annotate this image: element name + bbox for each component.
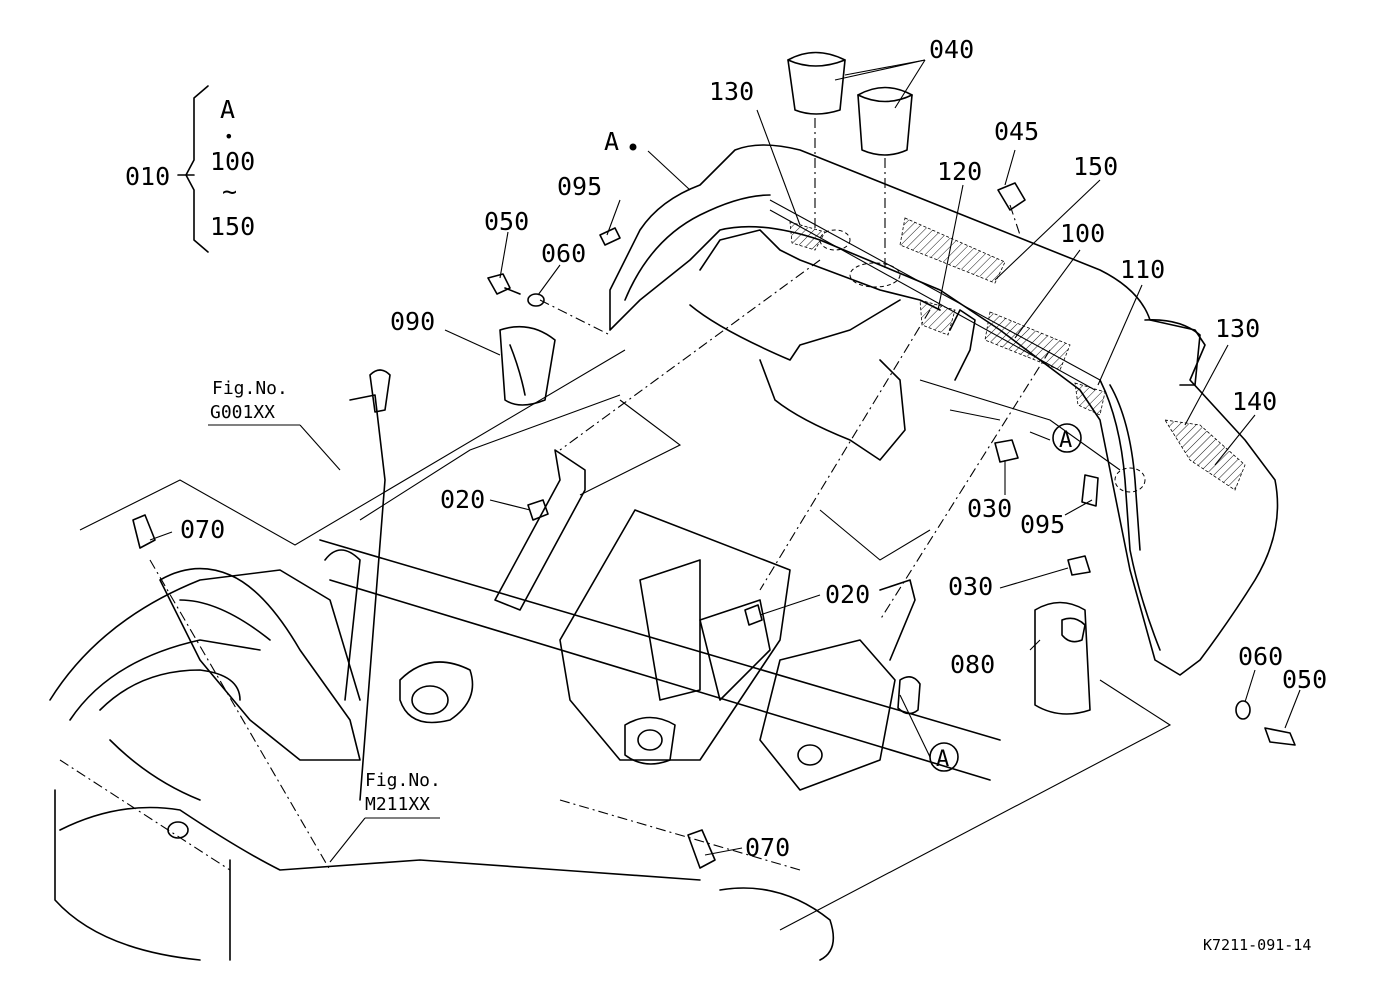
callout-080: 080: [950, 650, 995, 679]
callout-030-bottom: 030: [948, 572, 993, 601]
group-line-to: 150: [210, 212, 255, 241]
callout-130-right: 130: [1215, 314, 1260, 343]
callout-095-top: 095: [557, 172, 602, 201]
callout-140: 140: [1232, 387, 1277, 416]
group-line-dot: •: [224, 127, 234, 146]
circle-a-marker-right: [1052, 423, 1082, 453]
callout-040: 040: [929, 35, 974, 64]
group-bracket-010: [177, 85, 209, 253]
group-code-label: 010: [125, 162, 170, 191]
callout-050-right: 050: [1282, 665, 1327, 694]
center-bracket-assembly: [319, 369, 1001, 801]
callout-060-left: 060: [541, 239, 586, 268]
group-line-a: A: [220, 95, 235, 124]
front-body: [49, 567, 835, 961]
callout-020-left: 020: [440, 485, 485, 514]
callout-070-top: 070: [180, 515, 225, 544]
part-callouts: 040 130 A 045 150 120 095 050 100 060 11…: [180, 35, 1327, 862]
fastener-parts: [132, 182, 1296, 869]
callout-070-bottom: 070: [745, 833, 790, 862]
callout-090: 090: [390, 307, 435, 336]
fig-ref-2-code: M211XX: [365, 794, 430, 815]
circle-a-markers: A A: [929, 423, 1082, 772]
point-a-marker: [629, 143, 637, 151]
callout-150: 150: [1073, 152, 1118, 181]
callout-050-left: 050: [484, 207, 529, 236]
circle-a-marker-bottom: [929, 742, 959, 772]
callout-120: 120: [937, 157, 982, 186]
fig-ref-2-title: Fig.No.: [365, 770, 441, 791]
callout-130-left: 130: [709, 77, 754, 106]
figure-references: Fig.No. G001XX Fig.No. M211XX: [210, 378, 441, 815]
group-label-010: 010 A • 100 ~ 150: [125, 95, 255, 241]
callout-100: 100: [1060, 219, 1105, 248]
reference-lines: [59, 204, 1172, 931]
cup-parts-040: [787, 51, 913, 270]
group-line-tilde: ~: [222, 177, 237, 206]
point-a-label: A: [604, 127, 619, 156]
group-line-from: 100: [210, 147, 255, 176]
callout-095-right: 095: [1020, 510, 1065, 539]
drawing-code: K7211-091-14: [1203, 936, 1311, 954]
leader-lines: [149, 59, 1301, 863]
callout-045: 045: [994, 117, 1039, 146]
callout-110: 110: [1120, 255, 1165, 284]
callout-060-right: 060: [1238, 642, 1283, 671]
callout-020-center: 020: [825, 580, 870, 609]
cover-body: [609, 144, 1279, 676]
circle-a-label-right: A: [1059, 428, 1072, 453]
fig-ref-1-code: G001XX: [210, 402, 275, 423]
fig-ref-1-title: Fig.No.: [212, 378, 288, 399]
circle-a-label-bottom: A: [936, 747, 949, 772]
callout-030-top: 030: [967, 494, 1012, 523]
